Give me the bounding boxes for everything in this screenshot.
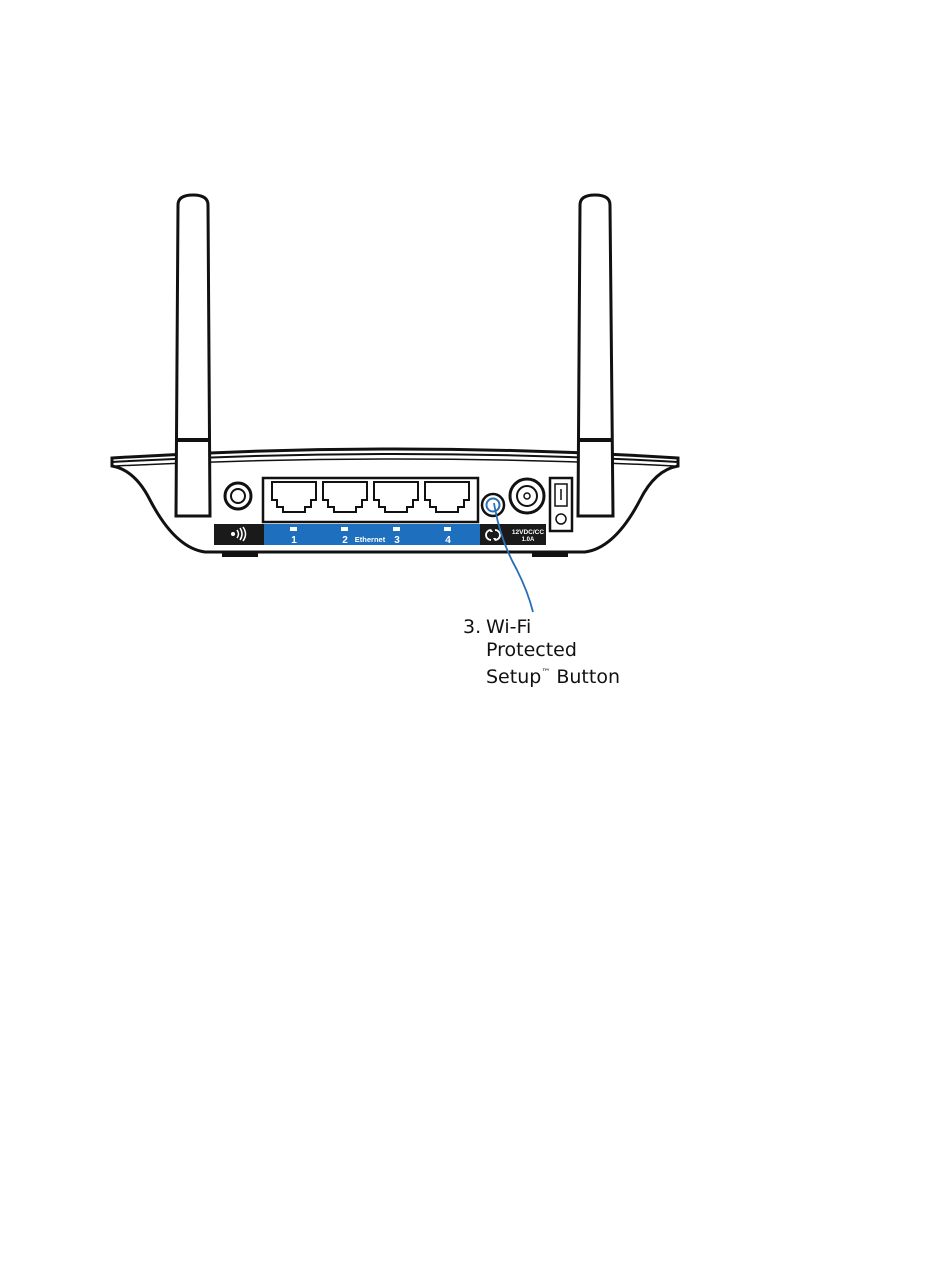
ethernet-port-1 [272, 482, 316, 512]
callout-line-3: Setup™ Button [486, 662, 620, 689]
ethernet-port-3 [374, 482, 418, 512]
power-rating-line1: 12VDC/CC [512, 529, 544, 536]
power-jack [510, 479, 544, 513]
callout-button-text: Button [550, 666, 620, 688]
label-strip: 1 2 Ethernet 3 4 12VDC/CC 1.0A [214, 524, 546, 546]
port-number-4: 4 [445, 535, 451, 546]
port-number-3: 3 [394, 535, 400, 546]
power-switch [550, 478, 572, 531]
ethernet-port-4 [425, 482, 469, 512]
ethernet-port-2 [323, 482, 367, 512]
led-1 [290, 527, 297, 531]
trademark-symbol: ™ [541, 668, 550, 678]
callout-number: 3. [463, 616, 481, 639]
callout-line-2: Protected [486, 639, 620, 662]
led-4 [444, 527, 451, 531]
round-button-left [225, 483, 251, 509]
callout-setup-text: Setup [486, 666, 541, 688]
right-antenna [578, 195, 613, 516]
ethernet-label: Ethernet [355, 535, 386, 544]
power-rating-line2: 1.0A [522, 537, 535, 543]
led-3 [393, 527, 400, 531]
left-antenna [176, 195, 210, 516]
led-2 [341, 527, 348, 531]
wps-button[interactable] [482, 494, 504, 516]
port-number-2: 2 [342, 535, 348, 546]
callout-line-1: Wi-Fi [486, 616, 620, 639]
port-number-1: 1 [291, 535, 297, 546]
